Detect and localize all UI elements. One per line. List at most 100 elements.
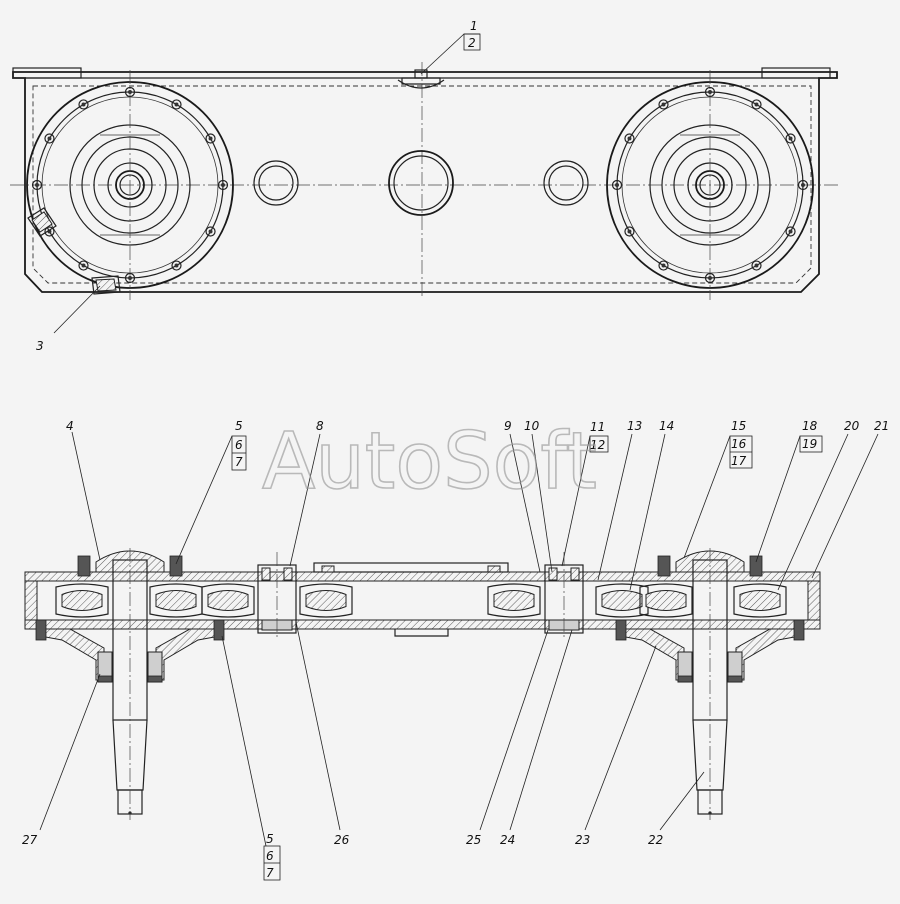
callout-label-6: 6 xyxy=(235,438,243,452)
bolt-head xyxy=(44,226,55,237)
callout-label-5b: 5 xyxy=(266,832,274,846)
callout-label-26: 26 xyxy=(334,833,350,847)
bottom-plate xyxy=(24,619,821,630)
bolt-circle-right xyxy=(611,86,809,284)
section-view xyxy=(24,548,821,820)
bolt-head xyxy=(124,86,136,98)
bolt-center xyxy=(708,90,712,94)
callout-label-9: 9 xyxy=(504,419,512,433)
middle-holes xyxy=(253,150,589,216)
gear-section xyxy=(639,583,693,618)
bolt-center xyxy=(81,263,86,268)
callout-label-18: 18 xyxy=(802,419,818,433)
drain-plug-bottom xyxy=(91,275,121,295)
gear-section xyxy=(595,583,649,618)
bolt-head xyxy=(217,179,229,191)
callout-label-19: 19 xyxy=(802,437,817,451)
left-wall xyxy=(24,580,38,621)
spindle-left xyxy=(35,548,225,820)
gear-section xyxy=(299,583,353,618)
callout-label-2: 2 xyxy=(468,36,476,50)
bolt-center xyxy=(35,183,39,187)
bolt-head xyxy=(171,260,182,271)
bolt-head xyxy=(44,133,55,144)
callout-label-17: 17 xyxy=(731,454,747,468)
breather-fitting xyxy=(397,69,445,89)
bolt-head xyxy=(785,133,796,144)
bolt-head xyxy=(797,179,809,191)
bolt-center xyxy=(801,183,805,187)
bolt-center xyxy=(174,263,179,268)
callout-label-11: 11 xyxy=(590,420,605,434)
callout-label-8: 8 xyxy=(316,419,324,433)
callout-label-21: 21 xyxy=(874,419,889,433)
center-cover xyxy=(313,562,509,573)
callout-label-5: 5 xyxy=(235,419,243,433)
bolt-head xyxy=(171,99,182,110)
watermark-text: AutoSoft xyxy=(262,417,597,507)
bolt-center xyxy=(788,229,793,234)
callout-label-7: 7 xyxy=(235,455,243,469)
bolt-head xyxy=(658,99,669,110)
callout-label-16: 16 xyxy=(731,437,747,451)
bolt-center xyxy=(81,102,86,107)
bolt-center xyxy=(627,136,632,141)
bolt-head xyxy=(704,272,716,284)
bolt-head xyxy=(624,133,635,144)
callout-label-6b: 6 xyxy=(266,849,274,863)
bolt-head xyxy=(124,272,136,284)
gear-section xyxy=(55,583,109,618)
bolt-center xyxy=(754,102,759,107)
mounting-tab-left xyxy=(12,67,82,79)
bolt-center xyxy=(615,183,619,187)
bolt-head xyxy=(658,260,669,271)
bolt-center xyxy=(128,276,132,280)
bolt-head xyxy=(78,99,89,110)
gear-train xyxy=(55,583,787,618)
bolt-head xyxy=(205,133,216,144)
bolt-center xyxy=(708,276,712,280)
gear-section xyxy=(201,583,255,618)
callout-label-23: 23 xyxy=(575,833,590,847)
bolt-head xyxy=(704,86,716,98)
callout-label-24: 24 xyxy=(500,833,515,847)
bolt-head xyxy=(611,179,623,191)
gear-section xyxy=(733,583,787,618)
callout-3: 3 xyxy=(36,285,101,353)
bolt-head xyxy=(624,226,635,237)
mounting-tab-right xyxy=(761,67,831,79)
bolt-head xyxy=(751,99,762,110)
inner-dashed-outline xyxy=(32,85,812,284)
bolt-center xyxy=(47,136,52,141)
callout-label-7b: 7 xyxy=(266,866,274,880)
top-view xyxy=(10,62,840,300)
right-wall xyxy=(807,580,821,621)
drain-plug-left xyxy=(27,207,57,237)
bolt-head xyxy=(78,260,89,271)
callout-label-15: 15 xyxy=(731,419,746,433)
bolt-center xyxy=(661,263,666,268)
gear-section xyxy=(487,583,541,618)
bolt-head xyxy=(205,226,216,237)
callout-label-25: 25 xyxy=(466,833,481,847)
callout-label-14: 14 xyxy=(659,419,674,433)
callout-1-2: 1 2 xyxy=(420,19,481,75)
bolt-head xyxy=(31,179,43,191)
callout-label-20: 20 xyxy=(844,419,860,433)
bolt-center xyxy=(788,136,793,141)
bolt-center xyxy=(174,102,179,107)
top-plate xyxy=(24,571,821,582)
bolt-center xyxy=(208,229,213,234)
center-drain xyxy=(394,629,449,637)
spindle-right xyxy=(615,548,805,820)
housing-outline xyxy=(12,71,838,293)
callout-label-4: 4 xyxy=(66,419,74,433)
bolt-center xyxy=(128,90,132,94)
callout-label-10: 10 xyxy=(524,419,540,433)
callout-label-22: 22 xyxy=(648,833,663,847)
bolt-head xyxy=(751,260,762,271)
section-callouts: 4 5 6 7 8 9 10 11 12 13 14 15 16 17 xyxy=(22,419,889,881)
callout-label-27: 27 xyxy=(22,833,38,847)
bolt-center xyxy=(661,102,666,107)
